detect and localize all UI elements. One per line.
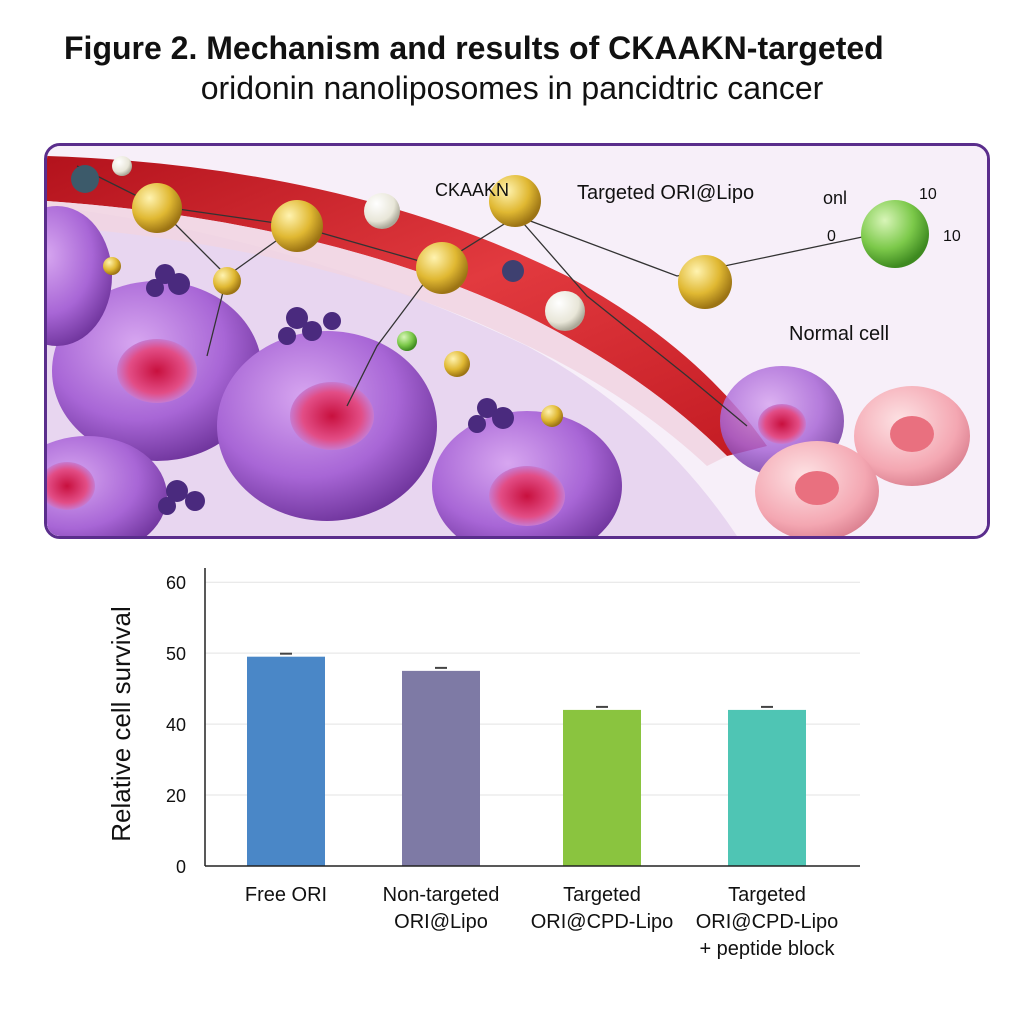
bar [247,656,325,866]
x-tick-label-line: + peptide block [699,938,835,960]
x-tick-label-line: Free ORI [244,884,328,906]
y-tick-label: 20 [166,786,186,806]
bar [728,709,806,866]
survival-bar-chart: 0 20 40 50 60 Relative cell survival [106,568,860,877]
x-tick-label: Free ORI [196,882,376,909]
label-normal-cell: Normal cell [789,323,890,345]
y-tick-label: 60 [166,573,186,593]
x-tick-label-line: ORI@CPD-Lipo [695,911,839,933]
y-axis-label: Relative cell survival [106,606,136,842]
label-onl: onl [823,188,848,208]
figure-title-line2: oridonin nanoliposomes in pancidtric can… [200,70,824,106]
bar [563,709,641,866]
x-tick-label-line: Non-targeted [382,884,500,906]
x-tick-label-line: Targeted [563,884,641,906]
label-targeted-liposome: Targeted ORI@Lipo [577,182,755,204]
x-tick-label-line: ORI@CPD-Lipo [530,911,674,933]
label-peptide: CKAAKN [435,180,510,200]
chart-bars [247,652,806,866]
y-tick-label: 50 [166,644,186,664]
label-ten-right: 10 [943,228,961,245]
mechanism-illustration: CKAAKN Targeted ORI@Lipo onl 10 0 10 Nor… [44,143,990,539]
y-tick-label: 40 [166,715,186,735]
chart-y-ticks: 0 20 40 50 60 [166,573,186,877]
y-tick-label: 0 [176,857,186,877]
illustration-drawing [47,146,987,536]
label-ten-top: 10 [919,186,937,203]
label-zero-left: 0 [827,228,836,245]
x-tick-label-line: ORI@Lipo [394,911,488,933]
figure-title-line1: Figure 2. Mechanism and results of CKAAK… [64,30,884,66]
x-tick-label-line: Targeted [728,884,806,906]
bar [402,670,480,866]
